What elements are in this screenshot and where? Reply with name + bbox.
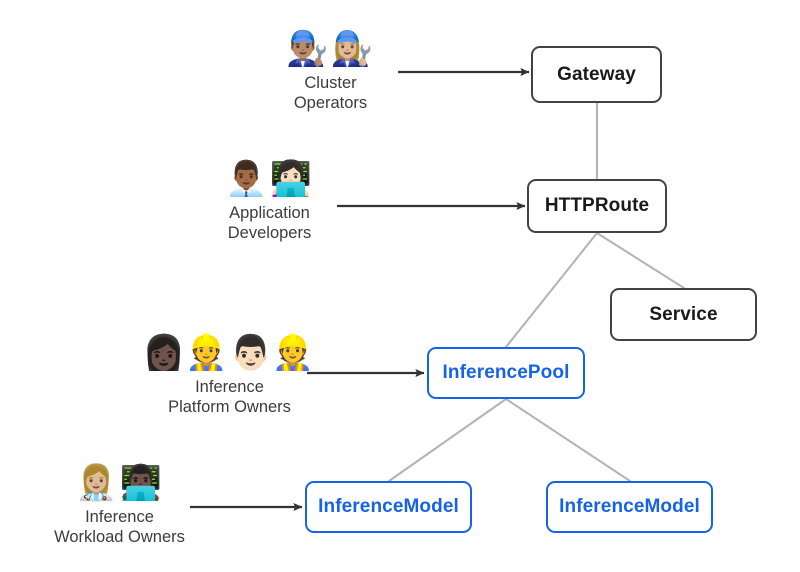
- connector-httproute-to-pool: [505, 232, 598, 348]
- persona-arrows: [190, 68, 530, 511]
- persona-inference-workload-owners: 👩🏼‍⚕️👨🏿‍💻 Inference Workload Owners: [37, 462, 202, 547]
- persona-cluster-operators: 👨🏽‍🔧👩🏼‍🔧 Cluster Operators: [253, 28, 408, 113]
- node-httproute: HTTPRoute: [527, 179, 667, 233]
- node-gateway: Gateway: [531, 46, 662, 103]
- persona-application-developers: 👨🏾‍💼👩🏻‍💻 Application Developers: [192, 158, 347, 243]
- man-mechanic-icon: 👨🏽‍🔧👩🏼‍🔧: [286, 29, 375, 69]
- node-model-right: InferenceModel: [546, 481, 713, 533]
- node-pool: InferencePool: [427, 347, 585, 399]
- connector-pool-to-model-left: [388, 398, 507, 482]
- persona-label-application-developers: Application Developers: [227, 204, 312, 242]
- persona-label-inference-platform-owners: Inference Platform Owners: [168, 378, 291, 416]
- persona-label-inference-workload-owners: Inference Workload Owners: [54, 508, 185, 546]
- node-model-left: InferenceModel: [305, 481, 472, 533]
- persona-label-cluster-operators: Cluster Operators: [293, 74, 368, 112]
- node-service: Service: [610, 288, 757, 341]
- connector-httproute-to-service: [596, 232, 685, 289]
- man-office-worker-icon: 👨🏾‍💼👩🏻‍💻: [225, 159, 314, 199]
- woman-health-worker-icon: 👩🏼‍⚕️👨🏿‍💻: [75, 463, 164, 503]
- persona-inference-platform-owners: 👩🏿‍👷👨🏻‍👷 Inference Platform Owners: [143, 332, 314, 417]
- woman-construction-worker-icon: 👩🏿‍👷👨🏻‍👷: [142, 333, 317, 373]
- connector-pool-to-model-right: [505, 398, 631, 482]
